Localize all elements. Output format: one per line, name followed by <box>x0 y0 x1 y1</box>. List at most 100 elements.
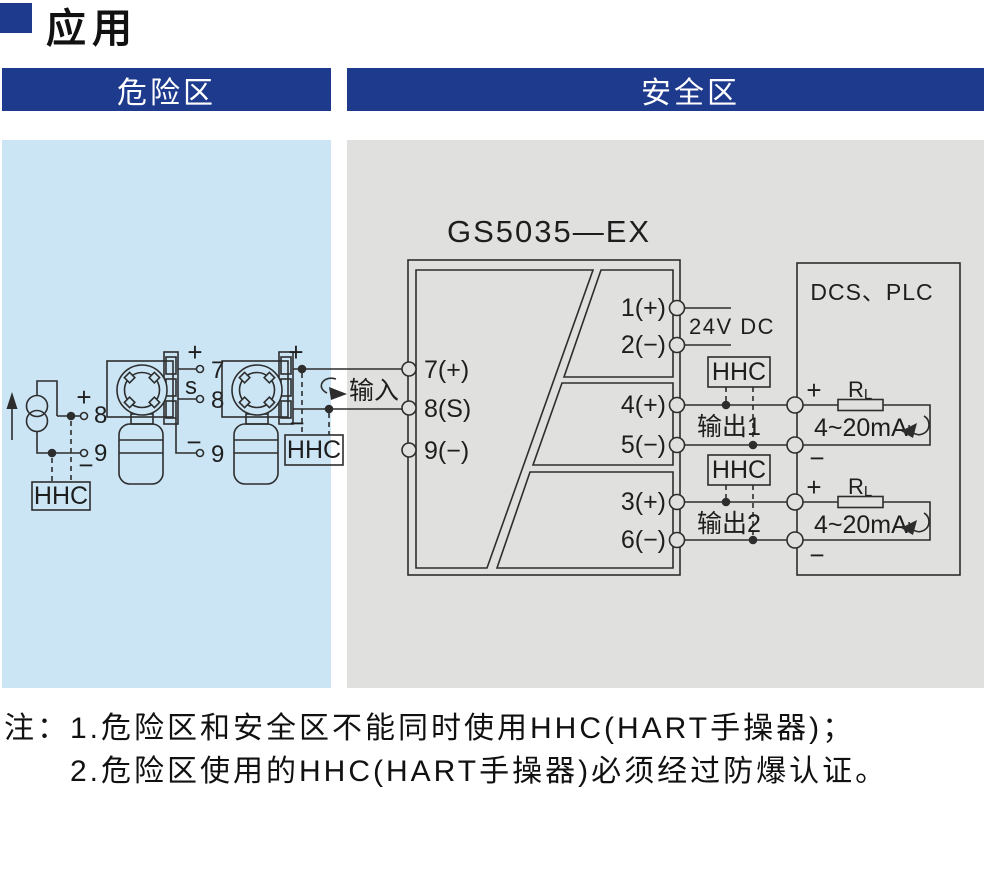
device-input-section <box>415 269 595 569</box>
junction-dot <box>47 448 57 458</box>
terminal-circle <box>79 411 89 421</box>
input-arrow-head-icon <box>329 387 347 400</box>
polarity-minus: − <box>289 408 304 438</box>
terminal-label-4: 4(+) <box>621 391 666 419</box>
terminal-2 <box>668 336 686 354</box>
terminal-label-9: 9(−) <box>424 437 469 465</box>
loop-direction-arrow-icon <box>901 520 917 535</box>
current-source-icon <box>25 409 49 433</box>
terminal-9 <box>401 442 417 458</box>
junction-dot <box>324 404 334 414</box>
polarity-plus: + <box>806 472 821 502</box>
terminal-label-1: 1(+) <box>621 294 666 322</box>
terminal-number: 7 <box>211 357 224 384</box>
hhc-box <box>31 481 91 511</box>
device-model-label: GS5035—EX <box>447 214 651 249</box>
junction-dot <box>721 497 731 507</box>
rl-main: R <box>848 377 864 402</box>
loop-wire <box>803 501 931 541</box>
device-power-section <box>562 269 674 378</box>
terminal-label-2: 2(−) <box>621 331 666 359</box>
dcs-terminal <box>786 531 804 549</box>
device-outline <box>407 259 681 576</box>
terminal-6 <box>668 531 686 549</box>
hhc-box <box>707 356 771 388</box>
polarity-plus: + <box>288 337 303 367</box>
junction-dot <box>748 440 758 450</box>
terminal-7 <box>401 361 417 377</box>
terminal-1 <box>668 299 686 317</box>
transmitter-icon <box>221 351 294 485</box>
polarity-minus: − <box>809 443 824 473</box>
output1-label: 输出1 <box>697 413 761 441</box>
polarity-plus: + <box>806 375 821 405</box>
output2-label: 输出2 <box>697 510 761 538</box>
page-title: 应用 <box>46 7 138 51</box>
section-bullet-square <box>0 3 32 33</box>
note-line-2: 2.危险区使用的HHC(HART手操器)必须经过防爆认证。 <box>70 755 889 788</box>
junction-dot <box>748 535 758 545</box>
terminal-label-3: 3(+) <box>621 488 666 516</box>
loop-current-label: 4~20mA <box>814 511 908 539</box>
dcs-terminal <box>786 396 804 414</box>
wire <box>175 418 196 454</box>
input-label: 输入 <box>349 377 399 405</box>
polarity-plus: + <box>187 337 202 367</box>
terminal-4 <box>668 396 686 414</box>
wire <box>36 432 81 454</box>
polarity-minus: − <box>78 450 93 480</box>
safe-zone-panel <box>347 140 984 688</box>
dcs-plc-box <box>796 262 961 576</box>
load-resistor-label: RL <box>848 474 872 500</box>
hhc-box <box>284 434 344 466</box>
loop-direction-arrow-icon <box>901 423 917 438</box>
rl-sub: L <box>864 386 872 403</box>
rl-sub: L <box>864 483 872 500</box>
junction-dot <box>297 364 307 374</box>
terminal-label-6: 6(−) <box>621 526 666 554</box>
loop-current-label: 4~20mA <box>814 414 908 442</box>
hazardous-zone-header: 危险区 <box>2 68 331 111</box>
power-label: 24V DC <box>689 314 775 339</box>
terminal-number: 8 <box>211 387 224 414</box>
junction-dot <box>721 400 731 410</box>
safe-zone-header: 安全区 <box>347 68 984 111</box>
dcs-terminal <box>786 436 804 454</box>
rl-main: R <box>848 474 864 499</box>
terminal-circle <box>195 448 205 458</box>
note-line-1: 注：1.危险区和安全区不能同时使用HHC(HART手操器)； <box>4 712 856 745</box>
terminal-circle <box>195 364 205 374</box>
dcs-plc-label: DCS、PLC <box>810 279 933 305</box>
hhc-label: HHC <box>712 456 766 484</box>
terminal-number: 9 <box>94 440 107 467</box>
terminal-circle <box>79 448 89 458</box>
current-source-icon <box>25 394 49 418</box>
junction-dot <box>66 411 76 421</box>
terminal-label-8: 8(S) <box>424 395 471 423</box>
load-resistor-label: RL <box>848 377 872 403</box>
terminal-5 <box>668 436 686 454</box>
wire <box>36 380 58 416</box>
terminal-label-5: 5(−) <box>621 431 666 459</box>
hhc-label: HHC <box>287 436 341 464</box>
terminal-circle <box>195 394 205 404</box>
hhc-label: HHC <box>712 358 766 386</box>
terminal-label-7: 7(+) <box>424 356 469 384</box>
polarity-minus: − <box>809 540 824 570</box>
terminal-3 <box>668 493 686 511</box>
hhc-box <box>707 454 771 486</box>
up-arrow-head-icon <box>6 392 18 409</box>
terminal-number: 9 <box>211 441 224 468</box>
polarity-plus: + <box>76 382 91 412</box>
polarity-minus: − <box>186 427 201 457</box>
device-output2-section <box>495 471 674 569</box>
device-output1-section <box>531 382 674 466</box>
loop-wire <box>803 404 931 446</box>
input-arrow-arc <box>320 377 337 394</box>
transmitter-icon <box>106 351 179 485</box>
terminal-8 <box>401 400 417 416</box>
dcs-terminal <box>786 493 804 511</box>
hhc-label: HHC <box>34 482 88 510</box>
terminal-letter: s <box>185 373 197 400</box>
